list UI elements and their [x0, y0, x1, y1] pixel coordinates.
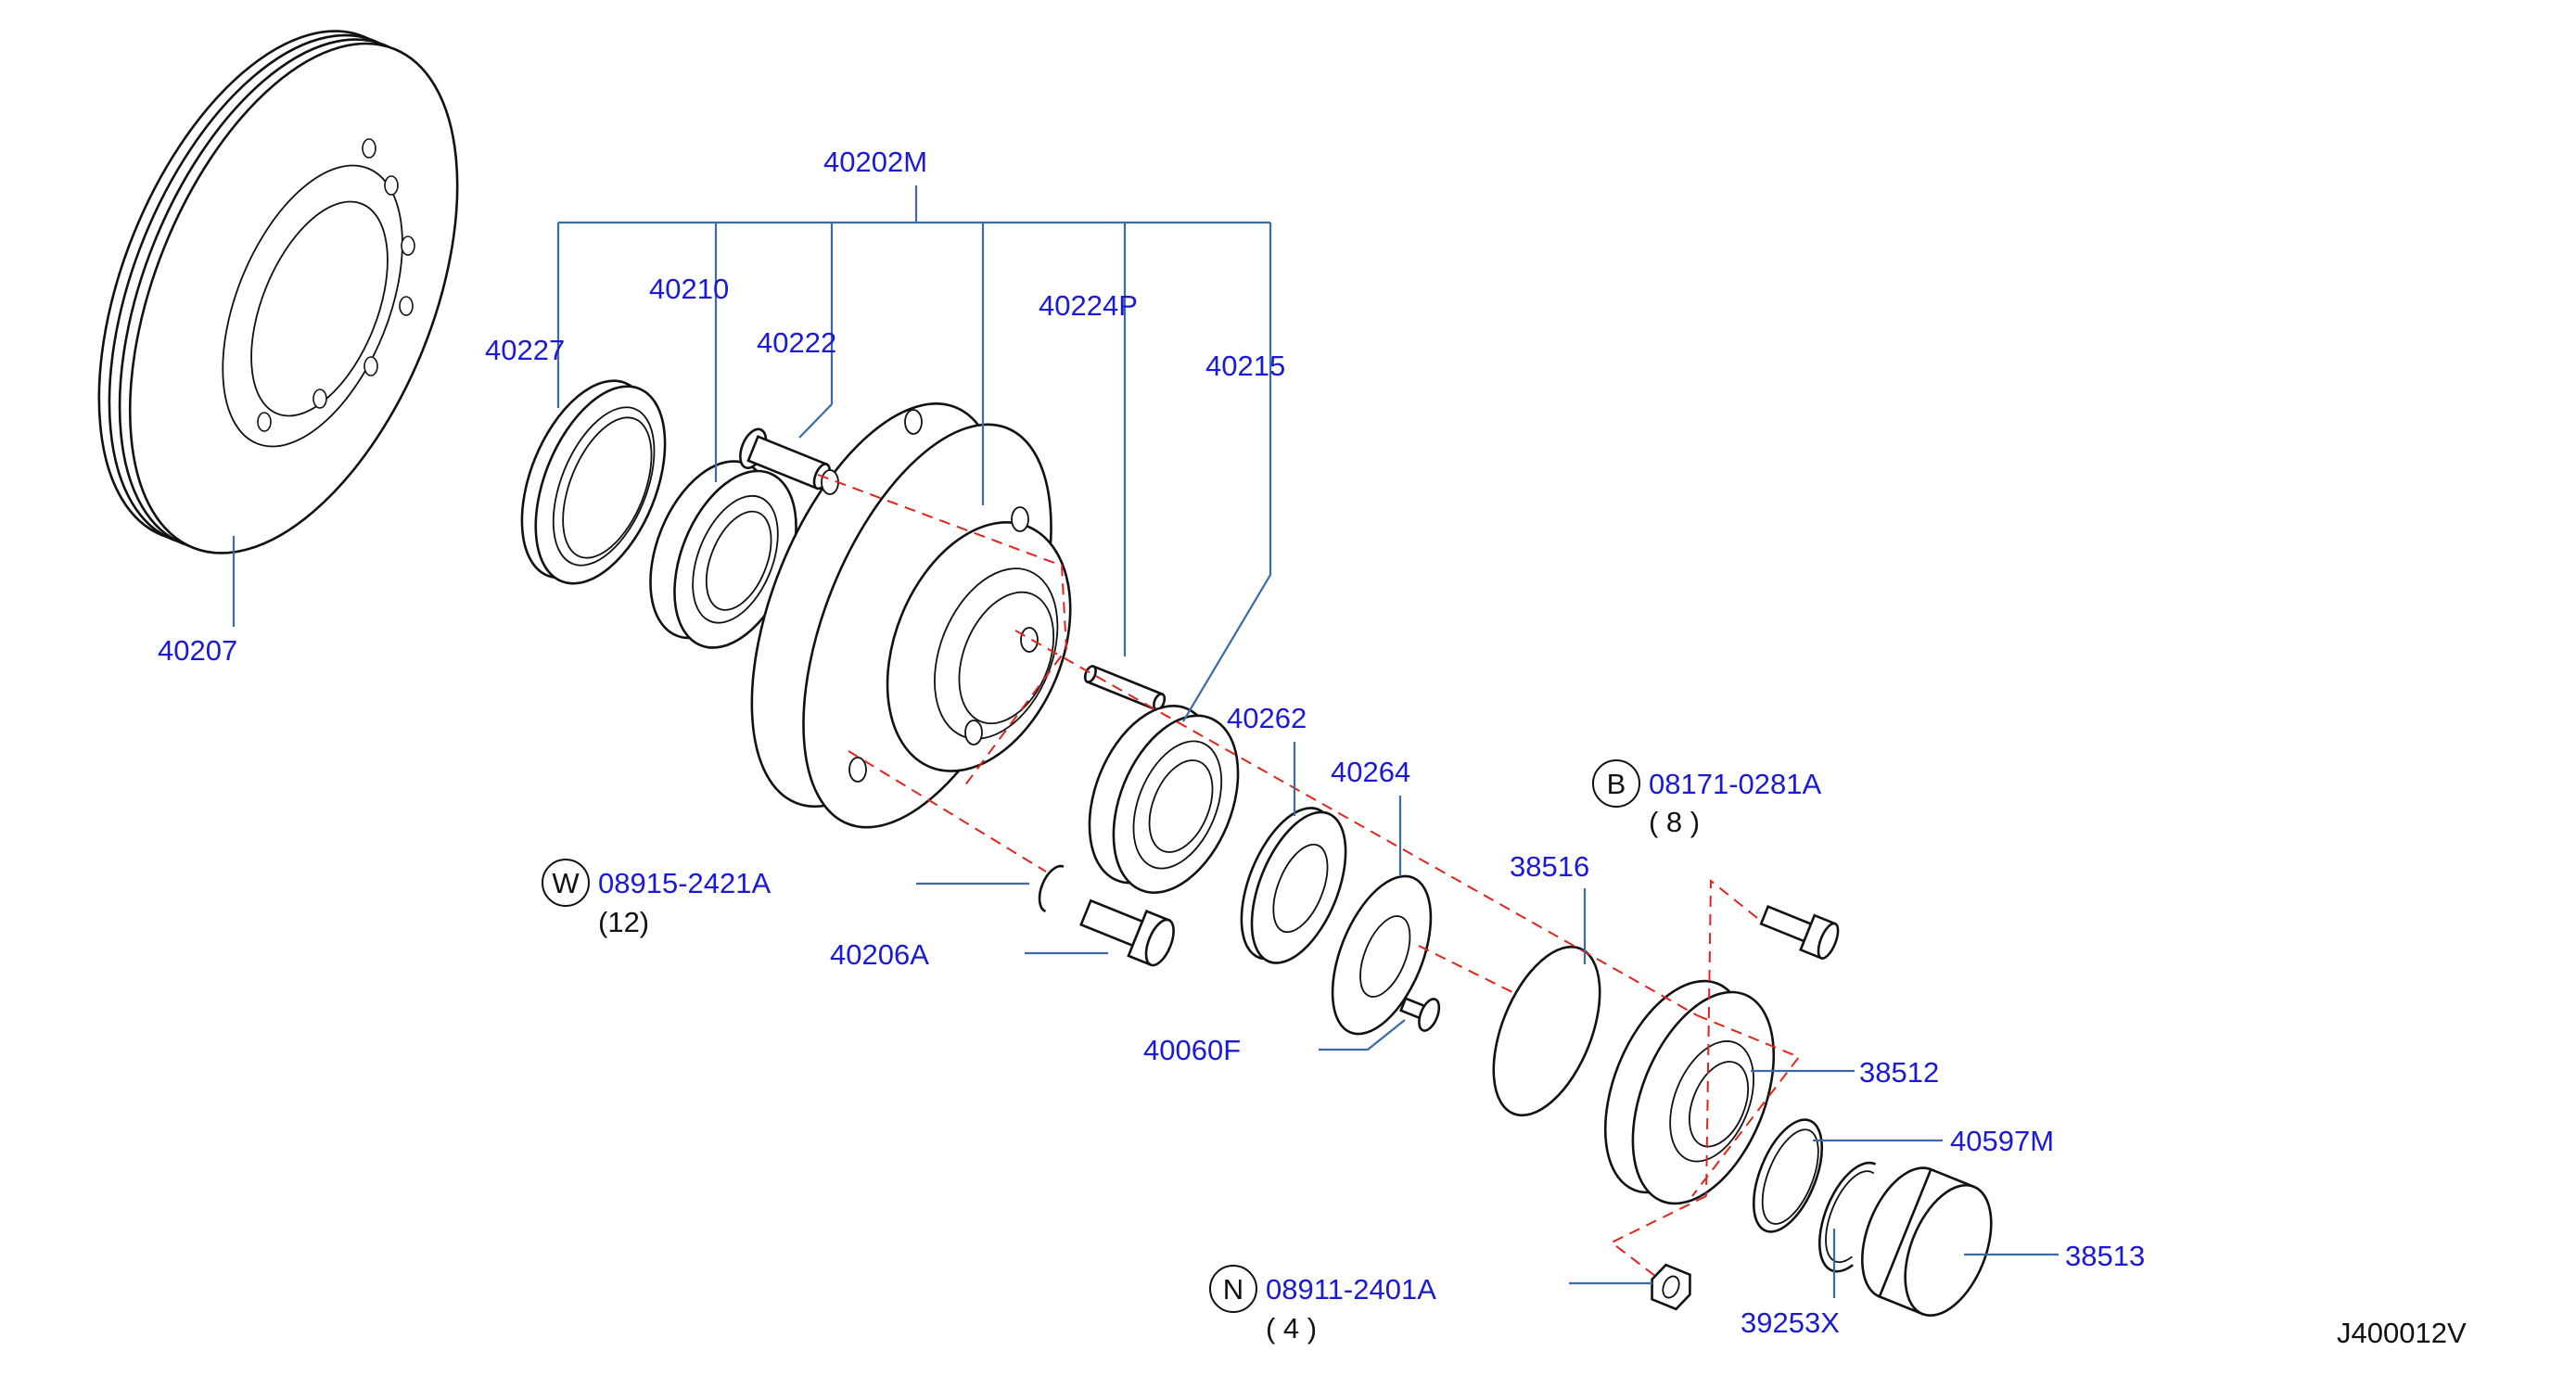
gasket: [1492, 945, 1601, 1117]
label-40227: 40227: [485, 334, 565, 366]
assembly-center-lines: [817, 474, 1801, 1280]
label-38513: 38513: [2065, 1240, 2145, 1272]
label-40202m: 40202M: [823, 146, 927, 178]
marker-b: B: [1592, 759, 1640, 808]
label-b-code: 08171-0281A: [1649, 768, 1821, 800]
screw: [1398, 997, 1441, 1032]
label-w-code: 08915-2421A: [598, 867, 771, 899]
c-clip: [1038, 864, 1065, 913]
free-wheel-hub-body: [1603, 979, 1776, 1205]
hub-stud: [1083, 664, 1167, 712]
label-40262: 40262: [1227, 702, 1307, 734]
label-40210: 40210: [649, 273, 729, 305]
label-w-qty: (12): [598, 906, 649, 938]
label-38512: 38512: [1859, 1056, 1939, 1089]
marker-n-letter: N: [1223, 1273, 1243, 1306]
outer-bearing: [1088, 705, 1240, 894]
label-b-qty: ( 8 ): [1649, 806, 1700, 838]
label-39253x: 39253X: [1741, 1306, 1840, 1339]
leader-lines: [232, 185, 2059, 1298]
label-40207: 40207: [158, 634, 237, 667]
inner-bearing: [649, 460, 797, 649]
flange-bolt: [1759, 905, 1840, 960]
label-40060f: 40060F: [1143, 1034, 1241, 1066]
label-n-code: 08911-2401A: [1266, 1273, 1436, 1306]
label-40224p: 40224P: [1039, 289, 1138, 322]
label-40206a: 40206A: [830, 938, 929, 971]
brake-disc-rotor: [97, 30, 459, 554]
marker-w-letter: W: [552, 867, 580, 899]
oil-seal: [520, 379, 667, 585]
label-n-qty: ( 4 ): [1266, 1312, 1317, 1344]
wheel-hub: [750, 402, 1072, 829]
label-40597m: 40597M: [1950, 1125, 2054, 1157]
label-38516: 38516: [1510, 850, 1589, 883]
lock-washer: [1331, 874, 1433, 1036]
marker-b-letter: B: [1607, 768, 1626, 800]
nut: [1651, 1263, 1691, 1311]
label-40215: 40215: [1205, 350, 1285, 382]
hub-cap: [1860, 1166, 1993, 1318]
marker-n: N: [1209, 1265, 1257, 1313]
o-ring: [1752, 1118, 1824, 1233]
part-labels: 40202M 40227 40210 40222 40224P 40215 40…: [158, 146, 2467, 1349]
label-40264: 40264: [1331, 756, 1410, 788]
washer: [1240, 807, 1347, 964]
marker-w: W: [542, 859, 590, 907]
label-40222: 40222: [757, 326, 836, 359]
hub-bolt-40206a: [1079, 898, 1175, 967]
diagram-reference-code: J400012V: [2337, 1317, 2467, 1349]
